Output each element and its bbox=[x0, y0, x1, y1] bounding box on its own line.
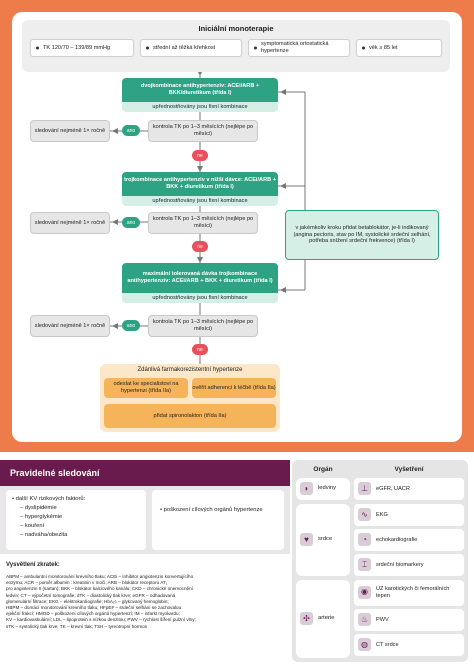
organ-arteries: ✣ arterie bbox=[296, 580, 350, 658]
col-organ: Orgán bbox=[296, 462, 350, 476]
abbr-title: Vysvětlení zkratek: bbox=[6, 562, 60, 568]
heart-icon: ♥ bbox=[300, 533, 313, 546]
check-adherence: ověřit adherenci k léčbě (třída IIa) bbox=[192, 378, 276, 398]
kidney-icon: ◗ bbox=[300, 482, 313, 495]
no-badge-3: ne bbox=[192, 344, 208, 355]
col-exam: Vyšetření bbox=[354, 462, 464, 476]
organ-label: arterie bbox=[318, 615, 335, 621]
abbr-line: sTK – systolický tlak krve; TK – krevní … bbox=[6, 623, 148, 629]
step2-note: upřednostňovány jsou fixní kombinace bbox=[122, 196, 278, 206]
exam-ultrasound: ◉ UZ karotických či femorálních tepen bbox=[354, 580, 464, 606]
followup-1: sledování nejméně 1× ročně bbox=[30, 120, 110, 142]
abbr-line: HBPM – domácí monitorování krevního tlak… bbox=[6, 604, 182, 610]
page-title: Iniciální monoterapie bbox=[198, 24, 274, 34]
criterion-bp: TK 120/70 – 139/89 mmHg bbox=[30, 39, 134, 57]
risk-factors-box: • další KV rizikových faktorů: – dyslipi… bbox=[6, 490, 146, 550]
ultrasound-icon: ◉ bbox=[358, 586, 371, 599]
criterion-frailty: střední až těžká křehkost bbox=[140, 39, 242, 57]
step3-note: upřednostňovány jsou fixní kombinace bbox=[122, 293, 278, 303]
step2-therapy: trojkombinace antihypertenziv v nižší dá… bbox=[122, 172, 278, 196]
exam-pwv: ♨ PWV bbox=[354, 609, 464, 631]
abbr-line: ABPM – ambulantní monitorování krevního … bbox=[6, 574, 194, 579]
organ-label: ledviny bbox=[318, 485, 337, 491]
abbr-list: ABPM – ambulantní monitorování krevního … bbox=[6, 574, 288, 630]
pulse-icon: ♨ bbox=[358, 613, 371, 626]
betablocker-note: v jakémkoliv kroku přidat betablokátor, … bbox=[285, 210, 439, 260]
control-3: kontrola TK po 1–3 měsících (nejlépe po … bbox=[148, 315, 258, 337]
add-spironolactone: přidat spironolakton (třída IIa) bbox=[104, 404, 276, 428]
exam-ekg: ∿ EKG bbox=[354, 504, 464, 526]
test-tube-icon: ⊥ bbox=[358, 482, 371, 495]
artery-icon: ✣ bbox=[300, 612, 313, 625]
no-badge-1: ne bbox=[192, 150, 208, 161]
risk-factor-item: – dyslipidémie bbox=[20, 504, 57, 511]
organ-label: srdce bbox=[318, 536, 333, 542]
exam-egfr: ⊥ eGFR, UACR bbox=[354, 478, 464, 500]
organ-heart: ♥ srdce bbox=[296, 504, 350, 576]
organ-kidneys: ◗ ledviny bbox=[296, 478, 350, 500]
risk-factors-title: • další KV rizikových faktorů: bbox=[12, 496, 86, 502]
abbr-line: glomerulární filtrace; EKG – elektrokard… bbox=[6, 598, 169, 604]
abbr-line: KV – kardiovaskulární; LDL – lipoprotein… bbox=[6, 617, 196, 623]
risk-factor-item: – kouření bbox=[20, 522, 45, 529]
no-badge-2: ne bbox=[192, 241, 208, 252]
criterion-age: věk ≥ 85 let bbox=[356, 39, 442, 57]
yes-badge-2: ano bbox=[122, 217, 140, 228]
step1-note: upřednostňovány jsou fixní kombinace bbox=[122, 102, 278, 112]
organ-damage-box: • poškození cílových orgánů hypertenze bbox=[152, 490, 284, 550]
yes-badge-3: ano bbox=[122, 320, 140, 331]
exam-ct: ◍ CT srdce bbox=[354, 634, 464, 656]
ct-icon: ◍ bbox=[358, 638, 371, 651]
exam-echo: ◔ echokardiografie bbox=[354, 529, 464, 551]
abbr-line: ejekční frakcí; HMOD – poškození cílovýc… bbox=[6, 611, 180, 617]
monitoring-header: Pravidelné sledování bbox=[0, 460, 290, 486]
step3-therapy: maximální tolerovaná dávka trojkombinace… bbox=[122, 263, 278, 293]
resistant-title: Zdánlivá farmakorezistentní hypertenze bbox=[137, 367, 243, 374]
exam-biomarkers: ⌶ srdeční biomarkery bbox=[354, 554, 464, 576]
refer-specialist: odeslat ke specialistovi na hypertenzi (… bbox=[104, 378, 188, 398]
step1-therapy: dvojkombinace antihypertenziv: ACEi/ARB … bbox=[122, 78, 278, 102]
followup-2: sledování nejméně 1× ročně bbox=[30, 212, 110, 234]
abbr-line: pro angiotenzin II (sartan); BKK – bloká… bbox=[6, 586, 193, 592]
criterion-orthostatic: symptomatická ortostatická hypertenze bbox=[248, 39, 350, 57]
abbr-line: enzymu; ACR – poměr albumin : kreatinin … bbox=[6, 580, 168, 586]
ecg-icon: ∿ bbox=[358, 508, 371, 521]
control-2: kontrola TK po 1–3 měsících (nejlépe po … bbox=[148, 212, 258, 234]
risk-factor-item: – hyperglykémie bbox=[20, 513, 63, 520]
followup-3: sledování nejméně 1× ročně bbox=[30, 315, 110, 337]
yes-badge-1: ano bbox=[122, 125, 140, 136]
control-1: kontrola TK po 1–3 měsících (nejlépe po … bbox=[148, 120, 258, 142]
risk-factor-item: – nadváha/obezita bbox=[20, 531, 68, 538]
vial-icon: ⌶ bbox=[358, 558, 371, 571]
echo-icon: ◔ bbox=[358, 533, 371, 546]
abbr-line: ledvin; CT – výpočetní tomografie; dTK –… bbox=[6, 592, 176, 598]
